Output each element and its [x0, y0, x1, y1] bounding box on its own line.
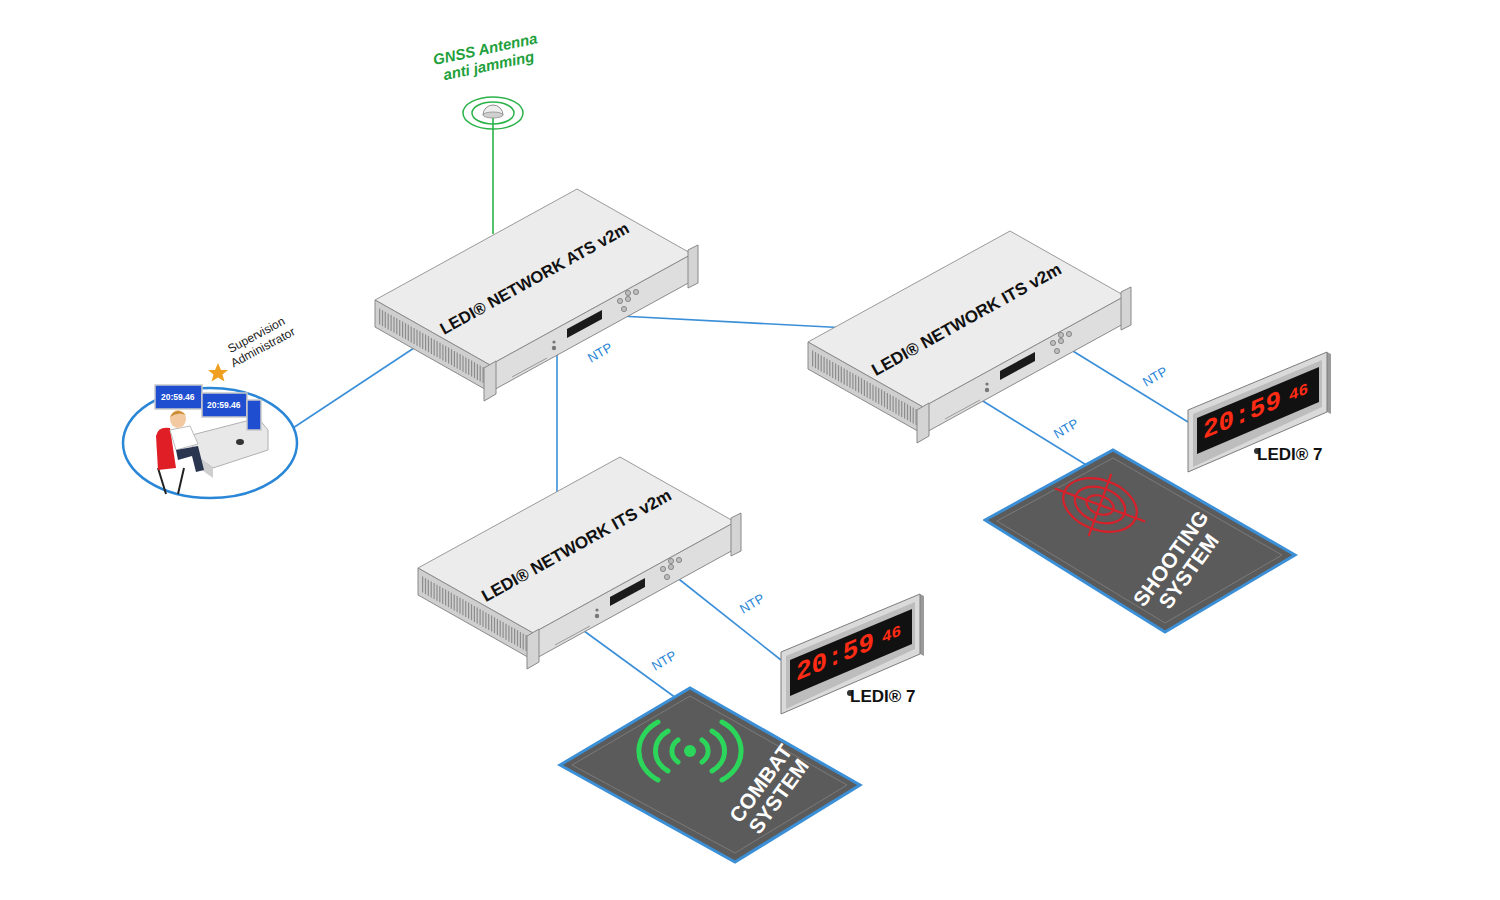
network-link: [1068, 348, 1188, 422]
network-link: [293, 344, 420, 428]
network-link: [675, 576, 781, 660]
protocol-label: NTP: [583, 338, 616, 366]
network-link: [556, 348, 558, 496]
network-link: [492, 117, 494, 234]
supervision-station: [118, 318, 318, 508]
time-server: LEDI® NETWORK ATS v2m: [372, 188, 702, 403]
shooting-system: SHOOTING SYSTEM: [983, 446, 1298, 636]
antenna: GNSS Antenna anti jamming: [430, 25, 560, 130]
rack-unit: [805, 230, 1135, 445]
supervision-station: Supervision Administrator: [118, 318, 318, 508]
antenna-label: GNSS Antenna anti jamming: [430, 29, 544, 84]
digital-clock: 20:5946LEDI® 7: [1185, 350, 1333, 475]
network-link: [978, 398, 1088, 466]
network-link: [620, 316, 848, 328]
clock-model: LEDI® 7: [1257, 445, 1322, 465]
combat-pad: [556, 684, 864, 866]
protocol-label: NTP: [647, 646, 680, 674]
protocol-label: NTP: [1138, 362, 1171, 390]
rack-unit: [372, 188, 702, 403]
time-server: LEDI® NETWORK ITS v2m: [415, 456, 745, 671]
rack-unit: [415, 456, 745, 671]
monitor-time: 20:59.46: [207, 400, 241, 410]
monitor-time: 20:59.46: [161, 392, 195, 402]
protocol-label: NTP: [1049, 414, 1082, 442]
time-server: LEDI® NETWORK ITS v2m: [805, 230, 1135, 445]
digital-clock: 20:5946LEDI® 7: [778, 592, 926, 717]
role-label: Supervision Administrator: [218, 311, 302, 373]
clock-model: LEDI® 7: [850, 687, 915, 707]
protocol-label: NTP: [735, 589, 768, 617]
combat-system: COMBAT SYSTEM: [556, 684, 864, 866]
